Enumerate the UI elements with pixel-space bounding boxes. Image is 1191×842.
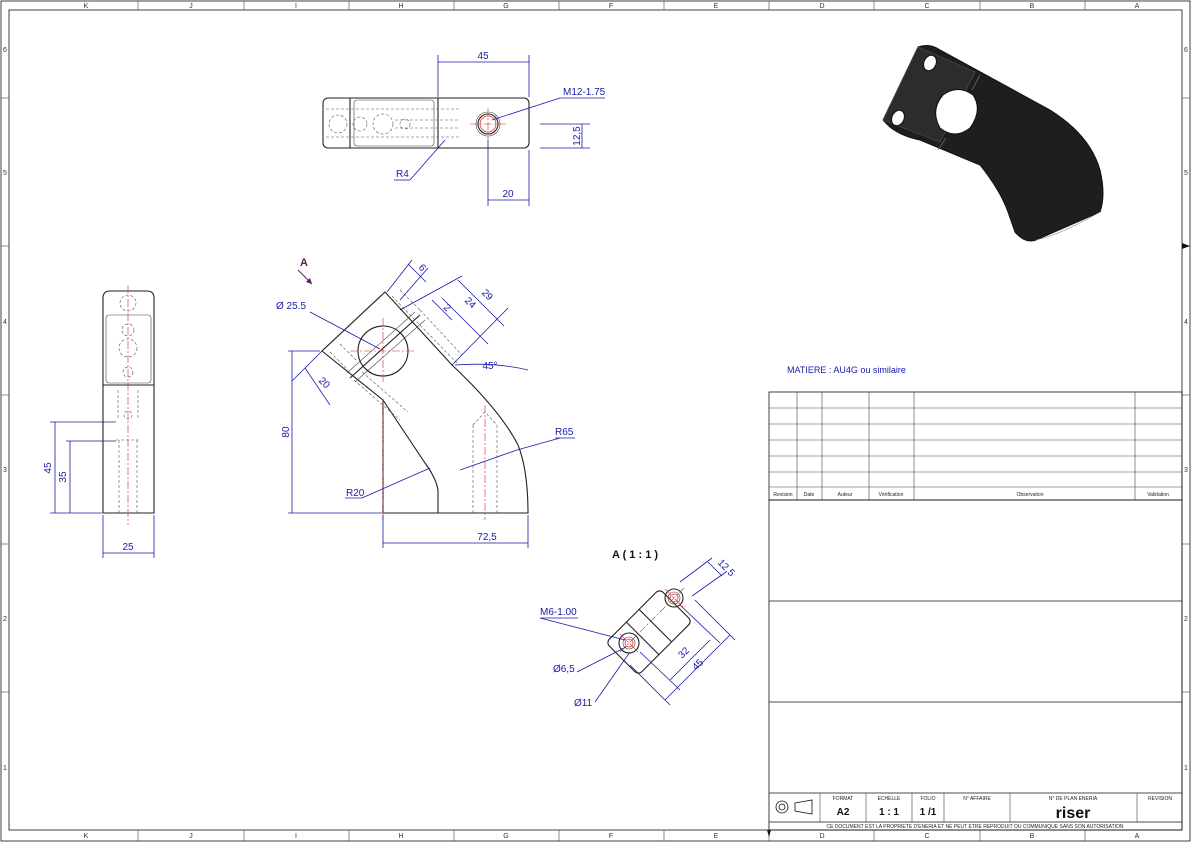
zone-col-i-top: I [295, 3, 297, 10]
zone-col-k-top: K [84, 3, 89, 10]
revision-label: REVISION [1148, 796, 1172, 802]
view-arrow-label: A [300, 257, 308, 269]
front-dim-bore: Ø 25.5 [276, 301, 306, 312]
material-note: MATIERE : AU4G ou similaire [787, 365, 906, 375]
zone-row-6-left: 6 [3, 47, 7, 54]
zone-col-b-bottom: B [1030, 833, 1035, 840]
scale-label: ECHELLE [878, 796, 901, 802]
zone-col-g-top: G [503, 3, 508, 10]
detail-dim-thread: M6-1.00 [540, 607, 577, 618]
rev-header-revision: Revision [773, 492, 792, 498]
projection-symbol-icon [775, 799, 813, 815]
detail-dim-11: Ø11 [574, 698, 593, 709]
front-dim-r20: R20 [346, 488, 365, 499]
zone-col-e-bottom: E [714, 833, 719, 840]
zone-col-h-bottom: H [398, 833, 403, 840]
zone-col-k-bottom: K [84, 833, 89, 840]
zone-col-i-bottom: I [295, 833, 297, 840]
top-dim-radius: R4 [396, 169, 409, 180]
format-label: FORMAT [833, 796, 854, 802]
zone-row-3-right: 3 [1184, 467, 1188, 474]
detail-dim-65: Ø6,5 [553, 664, 575, 675]
rev-header-validation: Validation [1147, 492, 1169, 498]
top-dim-bottom: 20 [502, 189, 514, 200]
zone-row-5-right: 5 [1184, 170, 1188, 177]
front-dim-angle: 45° [482, 361, 497, 372]
side-view: 45 35 25 [43, 285, 155, 558]
zone-col-d-top: D [819, 3, 824, 10]
zone-numbers-left: 6 5 4 3 2 1 [3, 47, 7, 772]
plan-value: riser [1056, 805, 1091, 822]
rev-header-verification: Vérification [879, 492, 904, 498]
zone-col-a-top: A [1135, 3, 1140, 10]
detail-dim-32: 32 [676, 645, 692, 661]
front-dim-80: 80 [281, 426, 292, 438]
zone-col-g-bottom: G [503, 833, 508, 840]
zone-col-j-top: J [189, 3, 193, 10]
title-block: FORMAT A2 ECHELLE 1 : 1 FOLIO 1 /1 N° AF… [768, 499, 1183, 831]
zone-row-5-left: 5 [3, 170, 7, 177]
zone-row-4-left: 4 [3, 319, 7, 326]
affaire-label: N° AFFAIRE [963, 796, 991, 802]
scale-value: 1 : 1 [879, 807, 899, 818]
detail-view: A ( 1 : 1 ) 12,5 M6-1.00 32 45 Ø6,5 [539, 549, 737, 709]
side-dim-height-outer: 45 [43, 462, 54, 474]
orientation-mark-right [1182, 243, 1190, 249]
top-view: 45 M12-1.75 12,5 R4 20 [322, 51, 606, 206]
top-dim-width: 45 [477, 51, 489, 62]
zone-row-2-right: 2 [1184, 616, 1188, 623]
folio-value: 1 /1 [920, 807, 937, 818]
zone-row-6-right: 6 [1184, 47, 1188, 54]
zone-col-h-top: H [398, 3, 403, 10]
front-dim-29: 29 [479, 287, 495, 303]
top-dim-offset: 12,5 [572, 126, 583, 146]
zone-col-f-bottom: F [609, 833, 613, 840]
plan-label: N° DE PLAN ENERIA [1049, 796, 1098, 802]
zone-col-a-bottom: A [1135, 833, 1140, 840]
format-value: A2 [837, 807, 850, 818]
revision-table: Revision Date Auteur Vérification Observ… [768, 391, 1183, 501]
rev-header-author: Auteur [838, 492, 853, 498]
detail-dim-45: 45 [690, 657, 706, 673]
zone-row-1-left: 1 [3, 765, 7, 772]
rev-header-date: Date [804, 492, 815, 498]
zone-col-b-top: B [1030, 3, 1035, 10]
zone-row-3-left: 3 [3, 467, 7, 474]
zone-numbers-right: 6 5 4 3 2 1 [1184, 47, 1188, 772]
orientation-mark-bottom [767, 830, 771, 837]
rev-header-observation: Observation [1017, 492, 1044, 498]
front-dim-6: 6 [416, 262, 428, 274]
zone-col-e-top: E [714, 3, 719, 10]
zone-row-4-right: 4 [1184, 319, 1188, 326]
front-dim-2: 2 [441, 302, 453, 314]
zone-col-d-bottom: D [819, 833, 824, 840]
zone-letters-top: K J I H G F E D C B A [84, 3, 1140, 10]
zone-col-f-top: F [609, 3, 613, 10]
zone-letters-bottom: K J I H G F E D C B A [84, 833, 1140, 840]
detail-title: A ( 1 : 1 ) [612, 549, 658, 561]
zone-row-1-right: 1 [1184, 765, 1188, 772]
detail-dim-12: 12,5 [715, 557, 737, 579]
zone-col-c-bottom: C [924, 833, 929, 840]
zone-col-c-top: C [924, 3, 929, 10]
folio-label: FOLIO [920, 796, 935, 802]
side-dim-height-inner: 35 [58, 471, 69, 483]
front-view: A Ø 25.5 6 29 24 2 20 45° R65 80 R20 [276, 257, 575, 548]
footer-note: CE DOCUMENT EST LA PROPRIETE D'ENERIA ET… [826, 824, 1123, 830]
iso-view [882, 45, 1104, 242]
front-dim-r65: R65 [555, 427, 574, 438]
zone-row-2-left: 2 [3, 616, 7, 623]
top-dim-thread: M12-1.75 [563, 87, 606, 98]
side-dim-width: 25 [122, 542, 134, 553]
front-dim-72: 72,5 [477, 532, 497, 543]
zone-col-j-bottom: J [189, 833, 193, 840]
front-dim-20: 20 [316, 375, 332, 391]
